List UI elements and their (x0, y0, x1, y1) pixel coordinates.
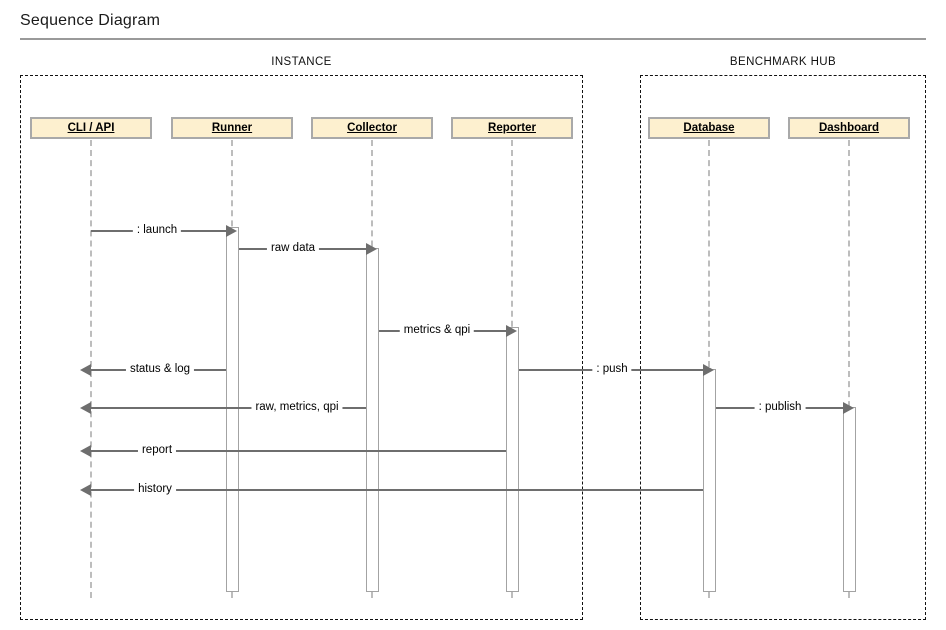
lifeline-label: Reporter (488, 122, 536, 134)
lifeline-label: Runner (211, 122, 253, 134)
lifeline-label: Database (683, 122, 735, 134)
message-arrowhead-report (80, 445, 91, 457)
title-divider (20, 38, 926, 40)
frame-label-benchmark-hub: BENCHMARK HUB (729, 56, 837, 68)
activation-bar-runner (226, 227, 239, 592)
message-label-raw-data: raw data (266, 242, 320, 254)
message-label-metrics-qpi: metrics & qpi (399, 324, 475, 336)
message-arrowhead-launch (226, 225, 237, 237)
lifeline-box-reporter[interactable]: Reporter (451, 117, 573, 139)
frame-label-instance: INSTANCE (271, 56, 332, 68)
activation-bar-reporter (506, 327, 519, 592)
message-arrowhead-raw-metrics-qpi (80, 402, 91, 414)
message-arrowhead-history (80, 484, 91, 496)
lifeline-box-collector[interactable]: Collector (311, 117, 433, 139)
lifeline-box-dashboard[interactable]: Dashboard (788, 117, 910, 139)
message-arrowhead-raw-data (366, 243, 377, 255)
message-label-publish: : publish (754, 401, 806, 413)
activation-bar-dashboard (843, 407, 856, 592)
frame-benchmark-hub (640, 75, 926, 620)
message-arrowhead-status-log (80, 364, 91, 376)
activation-bar-collector (366, 248, 379, 592)
lifeline-box-database[interactable]: Database (648, 117, 770, 139)
lifeline-box-cli-api[interactable]: CLI / API (30, 117, 152, 139)
lifeline-dash-dashboard (848, 140, 850, 598)
message-label-raw-metrics-qpi: raw, metrics, qpi (251, 401, 343, 413)
lifeline-label: Dashboard (818, 122, 880, 134)
frame-instance (20, 75, 583, 620)
message-label-launch: : launch (132, 224, 182, 236)
message-line-raw-metrics-qpi (91, 407, 366, 409)
message-arrowhead-push (703, 364, 714, 376)
message-label-report: report (137, 444, 177, 456)
lifeline-label: CLI / API (67, 122, 115, 134)
lifeline-box-runner[interactable]: Runner (171, 117, 293, 139)
lifeline-label: Collector (347, 122, 397, 134)
activation-bar-database (703, 369, 716, 592)
message-line-history (91, 489, 703, 491)
message-arrowhead-metrics-qpi (506, 325, 517, 337)
message-line-report (91, 450, 506, 452)
message-label-status-log: status & log (125, 363, 195, 375)
message-label-history: history (134, 483, 176, 495)
message-label-push: : push (592, 363, 632, 375)
message-arrowhead-publish (843, 402, 854, 414)
page-title: Sequence Diagram (20, 12, 161, 29)
